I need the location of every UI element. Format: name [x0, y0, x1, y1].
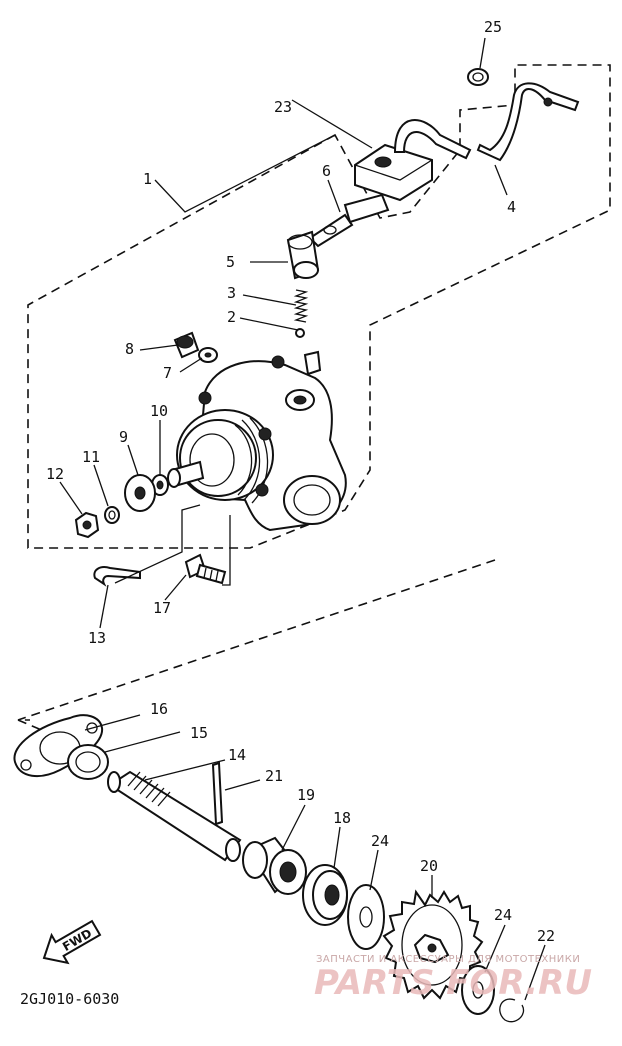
part-20-driven-gear: [382, 889, 484, 1000]
label-6: 6: [322, 162, 331, 180]
part-19-bushing: [242, 836, 307, 895]
label-3: 3: [227, 284, 236, 302]
label-14: 14: [228, 746, 246, 764]
part-2-ball: [295, 328, 305, 338]
label-13: 13: [88, 629, 106, 647]
label-20: 20: [420, 857, 438, 875]
label-16: 16: [150, 700, 168, 718]
label-18: 18: [333, 809, 351, 827]
part-12-nut: [74, 511, 100, 539]
label-15: 15: [190, 724, 208, 742]
part-7-washer: [198, 347, 218, 363]
part-11-lock-washer: [104, 506, 120, 524]
label-2: 2: [227, 308, 236, 326]
label-5: 5: [226, 253, 235, 271]
label-9: 9: [119, 428, 128, 446]
part-6-fitting: [308, 193, 390, 248]
label-10: 10: [150, 402, 168, 420]
label-23: 23: [274, 98, 292, 116]
label-25: 25: [484, 18, 502, 36]
part-24-washer-upper: [347, 884, 385, 950]
leader-lines: [59, 37, 546, 1001]
part-17-screw: [184, 553, 227, 585]
lower-link-dashed: [17, 559, 496, 741]
part-15-o-ring: [67, 744, 109, 780]
label-24-lower: 24: [494, 906, 512, 924]
part-18-bearing: [302, 864, 348, 926]
part-13-pin: [93, 566, 141, 587]
label-11: 11: [82, 448, 100, 466]
part-9-plate-washer: [124, 474, 156, 512]
part-4-oil-pipe: [476, 82, 580, 162]
part-14-drive-shaft: [107, 770, 242, 862]
part-22-circlip: [499, 998, 525, 1023]
part-3-spring: [293, 289, 309, 323]
label-7: 7: [163, 364, 172, 382]
label-19: 19: [297, 786, 315, 804]
part-labels: 25 23 1 6 4 5 3 2 8 7 10 9 11 12 17 13 1…: [46, 18, 555, 945]
part-5-elbow: [286, 230, 320, 280]
part-8-bolt: [173, 331, 200, 359]
watermark-tagline: ЗАПЧАСТИ И АКСЕССУАРЫ ДЛЯ МОТОТЕХНИКИ: [316, 954, 580, 965]
part-23-pump-cover: [354, 119, 472, 202]
assembly-outline-dashed: [27, 64, 611, 549]
part-25-collar: [467, 68, 489, 86]
watermark-brand: PARTS FOR.RU: [314, 963, 592, 1003]
part-21-pin: [211, 761, 224, 826]
fwd-arrow-icon: FWD: [42, 919, 102, 965]
label-17: 17: [153, 599, 171, 617]
label-1: 1: [143, 170, 152, 188]
label-22: 22: [537, 927, 555, 945]
watermark: ЗАПЧАСТИ И АКСЕССУАРЫ ДЛЯ МОТОТЕХНИКИ PA…: [314, 954, 592, 1003]
label-8: 8: [125, 340, 134, 358]
label-21: 21: [265, 767, 283, 785]
label-24-upper: 24: [371, 832, 389, 850]
part-code: 2GJ010-6030: [20, 990, 119, 1008]
part-24-washer-lower: [461, 965, 495, 1015]
label-4: 4: [507, 198, 516, 216]
oil-pump-body: [167, 350, 347, 532]
label-12: 12: [46, 465, 64, 483]
part-16-gasket: [13, 714, 104, 778]
